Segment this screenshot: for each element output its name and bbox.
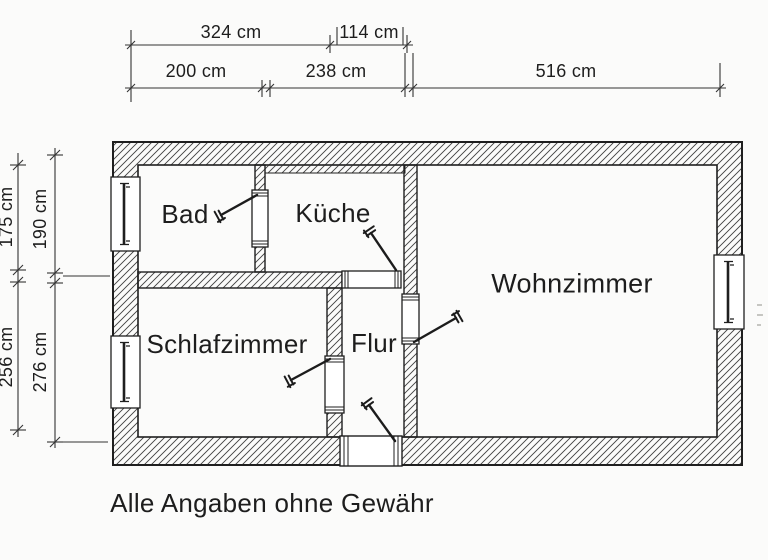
- room-label-schlafzimmer: Schlafzimmer: [146, 329, 308, 359]
- door-leaf-bad: [213, 193, 259, 224]
- scan-artifact: [757, 304, 763, 326]
- door-bad: [251, 189, 269, 248]
- room-label-flur: Flur: [351, 328, 397, 358]
- door-leaves: [213, 193, 464, 443]
- dim-label-324: 324 cm: [200, 22, 262, 42]
- window-schlafzimmer: [110, 335, 141, 409]
- door-kueche: [341, 270, 402, 289]
- door-leaf-wohnzimmer: [412, 309, 464, 344]
- room-label-wohnzimmer: Wohnzimmer: [491, 268, 653, 299]
- dim-label-175: 175 cm: [0, 186, 16, 248]
- wall-horizontal-middle: [137, 271, 343, 289]
- room-label-kueche: Küche: [295, 198, 371, 228]
- door-schlafzimmer: [324, 355, 345, 414]
- dim-label-276: 276 cm: [30, 331, 50, 393]
- windows: [110, 176, 745, 409]
- dim-label-256: 256 cm: [0, 326, 16, 388]
- window-bad: [110, 176, 141, 252]
- door-leaf-entrance: [360, 397, 397, 443]
- walls: [112, 141, 743, 466]
- window-wohnzimmer: [713, 254, 745, 330]
- room-label-bad: Bad: [161, 199, 209, 229]
- dim-label-190: 190 cm: [30, 188, 50, 250]
- dim-label-114: 114 cm: [339, 22, 399, 42]
- door-entrance: [339, 435, 403, 467]
- dim-label-200: 200 cm: [165, 61, 227, 81]
- dimension-lines-top: [125, 27, 726, 102]
- doors: [251, 189, 420, 467]
- door-leaf-schlafzimmer: [283, 357, 332, 389]
- dim-label-516: 516 cm: [535, 61, 597, 81]
- wall-strip-kueche-top: [264, 164, 406, 174]
- door-wohnzimmer: [401, 293, 420, 345]
- door-leaf-kueche: [362, 225, 398, 272]
- dimension-lines-left: [10, 148, 110, 448]
- dim-label-238: 238 cm: [305, 61, 367, 81]
- outer-wall: [113, 142, 742, 465]
- footer-disclaimer: Alle Angaben ohne Gewähr: [110, 488, 434, 518]
